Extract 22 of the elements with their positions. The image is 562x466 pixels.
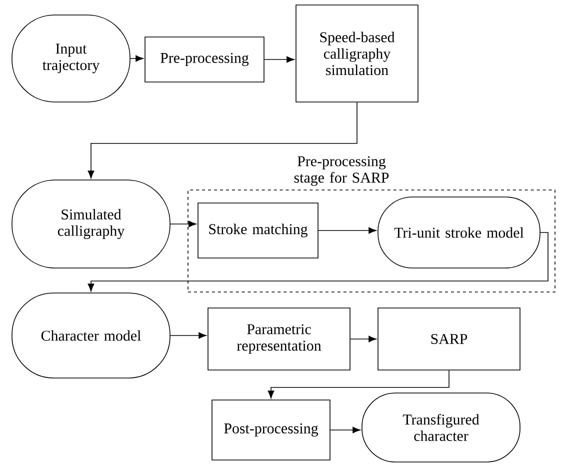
arrow — [330, 426, 360, 434]
process-box: SARP — [378, 308, 520, 370]
process-box: Stroke matching — [198, 202, 318, 258]
arrow — [350, 336, 376, 342]
arrow — [170, 220, 196, 228]
arrow — [130, 55, 144, 62]
terminal-node: Transfigured character — [362, 392, 520, 462]
process-box: Speed-based calligraphy simulation — [296, 4, 418, 102]
arrow — [268, 370, 450, 398]
terminal-node: Tri-unit stroke model — [378, 196, 540, 268]
terminal-node: Character model — [12, 292, 170, 378]
group-heading: Pre-processing stage for SARP — [294, 156, 389, 186]
arrow — [88, 232, 548, 292]
arrow — [264, 56, 294, 63]
terminal-node: Simulated calligraphy — [12, 180, 170, 268]
process-box: Parametric representation — [208, 308, 350, 370]
arrow — [88, 102, 358, 178]
arrow — [170, 332, 206, 339]
arrow — [318, 227, 376, 234]
process-box: Post-processing — [212, 400, 330, 460]
process-box: Pre-processing — [144, 36, 264, 82]
terminal-node: Input trajectory — [12, 14, 130, 102]
